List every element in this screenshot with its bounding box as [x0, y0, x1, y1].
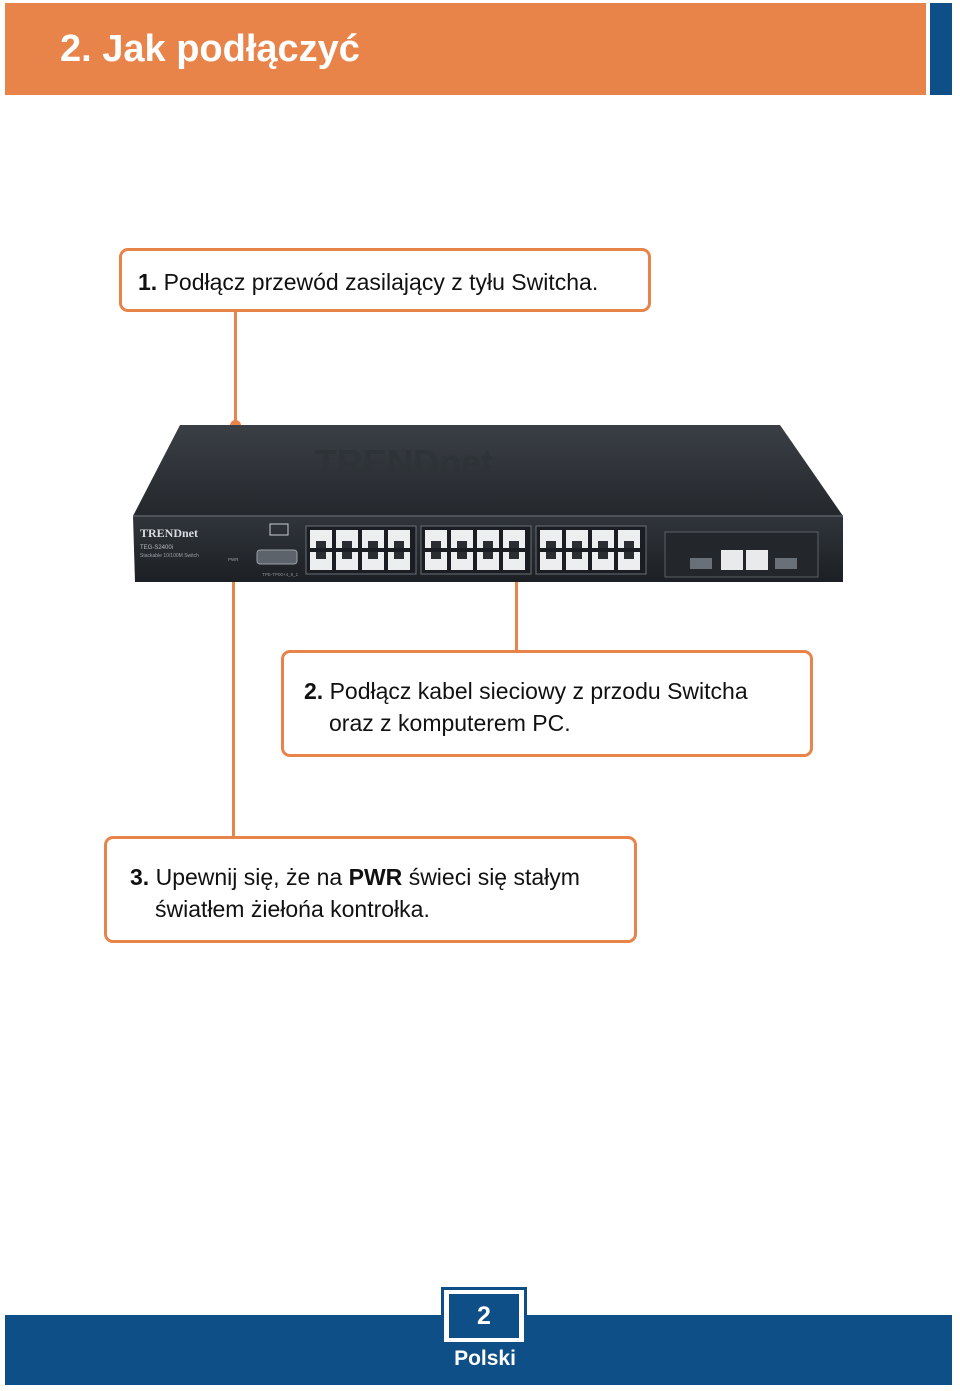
step-text: Podłącz przewód zasilający z tyłu Switch… [163, 269, 599, 295]
step-1-callout: 1. Podłącz przewód zasilający z tyłu Swi… [119, 248, 651, 312]
ethernet-ports [305, 525, 647, 575]
step-text-before: Upewnij się, że na [155, 864, 343, 890]
step-number: 1. [138, 269, 158, 295]
step-text-line1: Podłącz kabel sieciowy z przodu Switcha [329, 678, 748, 704]
console-port-label: TPE-TP00+4_8_1 [262, 572, 299, 577]
device-brand-logo: TRENDnet [140, 526, 198, 540]
connector-step1 [234, 310, 237, 425]
device-model: TEG-S2400i [140, 545, 173, 551]
svg-text:TRENDnet: TRENDnet [315, 442, 493, 483]
step-number: 3. [130, 864, 150, 890]
footer-language: Polski [454, 1347, 516, 1370]
page-title: 2. Jak podłączyć [60, 28, 360, 70]
page-number: 2 [447, 1292, 521, 1340]
header-accent-bar [930, 3, 952, 95]
network-switch-image: TRENDnet TRENDnet TEG-S2400i Stackable 1… [133, 425, 843, 582]
connector-step2 [515, 570, 518, 652]
pwr-highlight: PWR [348, 864, 403, 890]
step-text-line2: światłem żiełońa kontrołka. [155, 896, 430, 922]
step-2-callout: 2. Podłącz kabel sieciowy z przodu Switc… [281, 650, 813, 757]
step-3-callout: 3. Upewnij się, że na PWR świeci się sta… [104, 836, 637, 943]
connector-step3 [232, 568, 235, 838]
header-bar [5, 3, 926, 95]
pwr-led-label: PWR [228, 557, 239, 562]
step-text-after: świeci się stałym [408, 864, 580, 890]
step-number: 2. [304, 678, 324, 704]
device-description: Stackable 10/100M Switch [140, 553, 199, 559]
step-text-line2: oraz z komputerem PC. [329, 710, 571, 736]
